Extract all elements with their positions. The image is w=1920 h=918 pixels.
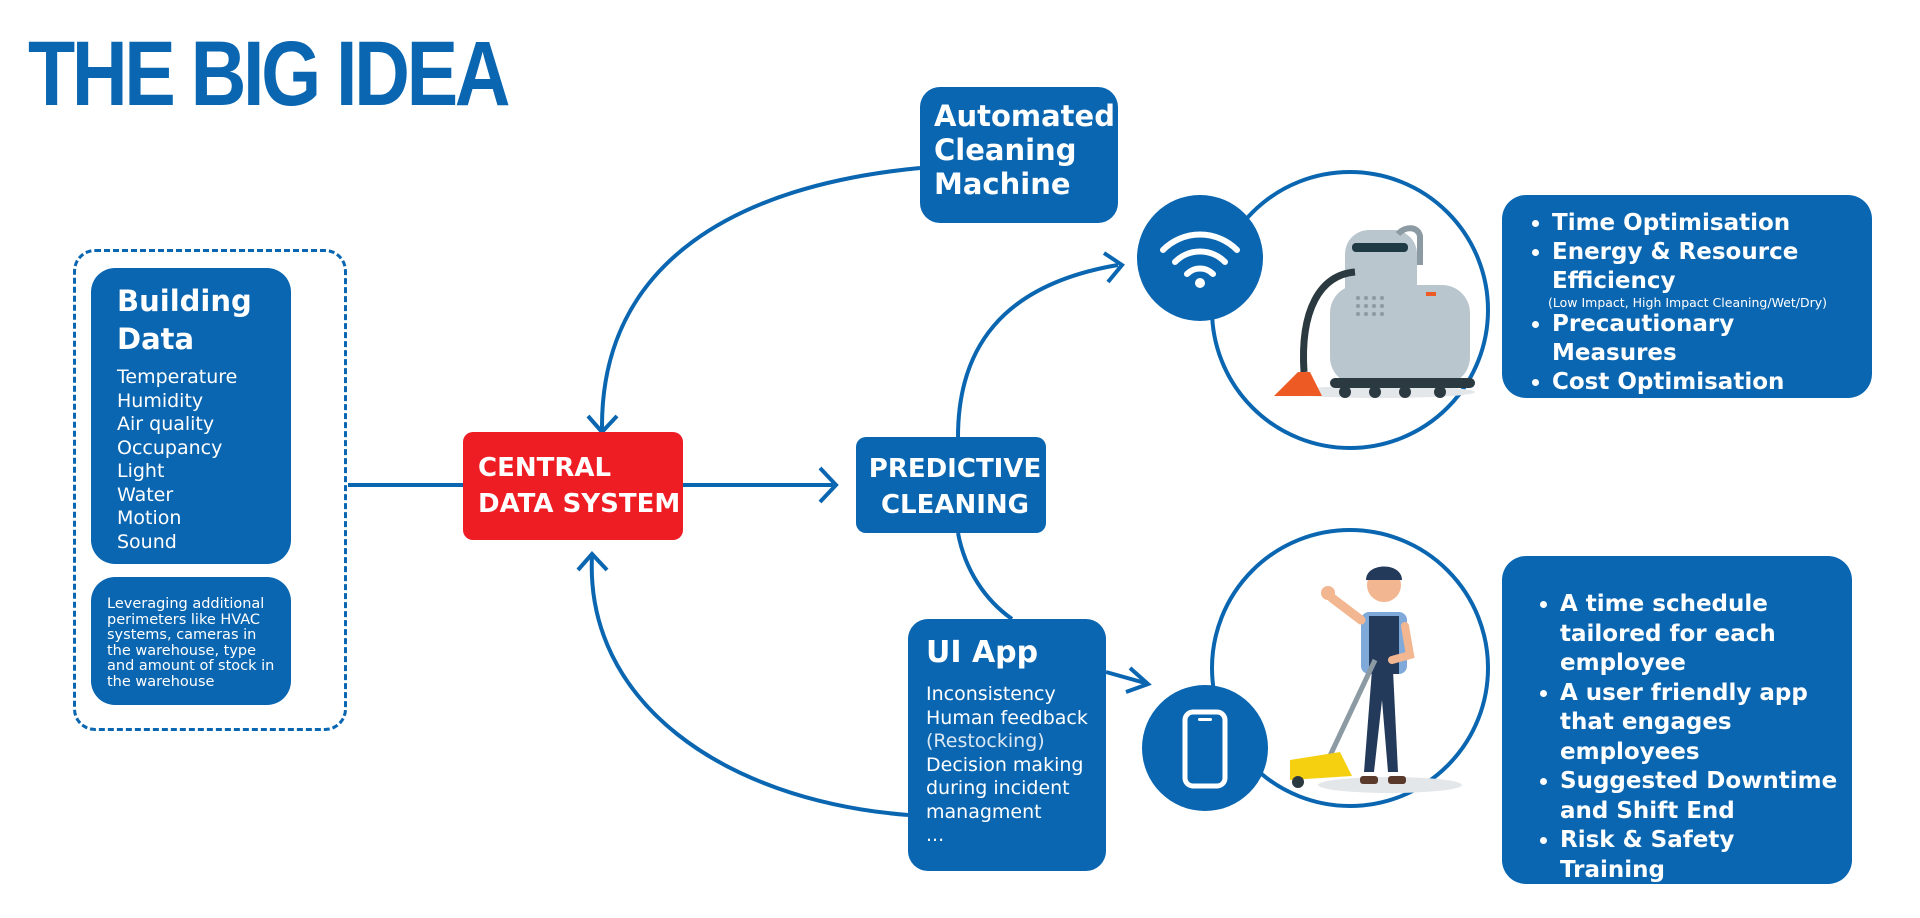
ui-app-heading: UI App [926, 635, 1039, 670]
list-item: Time Optimisation [1552, 209, 1862, 238]
automated-cleaning-machine-box: Automated Cleaning Machine [920, 87, 1118, 223]
building-data-group [73, 249, 347, 731]
list-item: Cost Optimisation [1552, 368, 1862, 397]
page-title: THE BIG IDEA [28, 23, 511, 125]
arrow-predictive-to-machine-head [1102, 251, 1125, 284]
list-item: Humidity [117, 389, 204, 412]
list-item: Inconsistency [926, 683, 1056, 705]
building-data-heading-line1: Building [117, 284, 252, 318]
list-item: ... [926, 824, 945, 846]
smartphone-icon-circle [1142, 685, 1268, 811]
leverage-line: the warehouse, type [107, 642, 257, 659]
list-item: Decision making [926, 753, 1084, 776]
list-item: Occupancy [117, 436, 223, 459]
leverage-note-box: Leveraging additional perimeters like HV… [91, 577, 291, 705]
wifi-icon-circle [1137, 195, 1263, 321]
smartphone-icon [1182, 709, 1228, 789]
machine-benefits-list: Time Optimisation Energy & Resource Effi… [1530, 209, 1862, 397]
list-item: Motion [117, 507, 182, 529]
automated-line1: Automated [934, 99, 1115, 133]
ui-app-list: Inconsistency Human feedback (Restocking… [926, 683, 1106, 848]
central-line2: DATA SYSTEM [478, 489, 681, 519]
ui-app-box: UI App Inconsistency Human feedback (Res… [908, 619, 1106, 871]
automated-line3: Machine [934, 167, 1071, 201]
list-item: Energy & Resource Efficiency (Low Impact… [1548, 238, 1862, 310]
energy-benefit-subtext: (Low Impact, High Impact Cleaning/Wet/Dr… [1548, 295, 1828, 310]
leverage-line: systems, cameras in [107, 627, 257, 643]
leverage-line: Leveraging additional [107, 596, 265, 612]
predictive-cleaning-box: PREDICTIVE CLEANING [856, 437, 1046, 533]
arrow-app-to-phone [1105, 670, 1146, 685]
leverage-line: perimeters like HVAC [107, 611, 261, 628]
list-item: A user friendly app that engages employe… [1560, 679, 1842, 768]
arrow-app-to-central-head [576, 551, 609, 572]
worker-illustration-circle [1210, 528, 1490, 808]
list-item: A time schedule tailored for each employ… [1560, 590, 1842, 679]
energy-benefit-label: Energy & Resource Efficiency [1552, 239, 1799, 294]
app-benefits-box: A time schedule tailored for each employ… [1502, 556, 1852, 884]
list-item: Water [117, 483, 174, 506]
app-benefits-list: A time schedule tailored for each employ… [1538, 590, 1842, 885]
machine-benefits-box: Time Optimisation Energy & Resource Effi… [1502, 195, 1872, 398]
arrow-app-to-phone-head [1125, 666, 1152, 694]
list-item: Air quality [117, 413, 215, 435]
cleaning-worker-illustration [1290, 566, 1462, 793]
list-item: Temperature [117, 366, 238, 388]
list-item: Sound [117, 530, 177, 553]
central-line1: CENTRAL [478, 453, 612, 483]
list-item: managment [926, 800, 1042, 823]
predictive-line2: CLEANING [880, 490, 1030, 520]
arrow-app-to-central [589, 555, 909, 817]
arrow-predictive-to-machine [956, 263, 1119, 438]
list-item: Risk & Safety Training [1560, 826, 1842, 885]
arrow-central-to-predictive-head [818, 466, 839, 504]
list-item: during incident [926, 777, 1070, 799]
building-data-list: Temperature Humidity Air quality Occupan… [117, 366, 273, 554]
list-item: Light [117, 460, 165, 482]
central-data-system-box: CENTRAL DATA SYSTEM [463, 432, 683, 540]
list-item: Human feedback [926, 706, 1088, 729]
list-item: (Restocking) [926, 730, 1045, 752]
building-data-box: Building Data Temperature Humidity Air q… [91, 268, 291, 564]
wifi-icon [1160, 231, 1240, 288]
robot-vacuum-illustration [1274, 225, 1475, 398]
connector-predictive-to-app [956, 532, 1014, 621]
arrow-machine-to-central [599, 166, 921, 431]
list-item: Suggested Downtime and Shift End [1560, 767, 1842, 826]
leverage-line: the warehouse [107, 673, 215, 690]
predictive-line1: PREDICTIVE [868, 454, 1042, 484]
building-data-heading-line2: Data [117, 322, 195, 356]
list-item: Precautionary Measures [1552, 310, 1862, 368]
leverage-line: and amount of stock in [107, 658, 275, 674]
automated-line2: Cleaning [934, 133, 1077, 167]
